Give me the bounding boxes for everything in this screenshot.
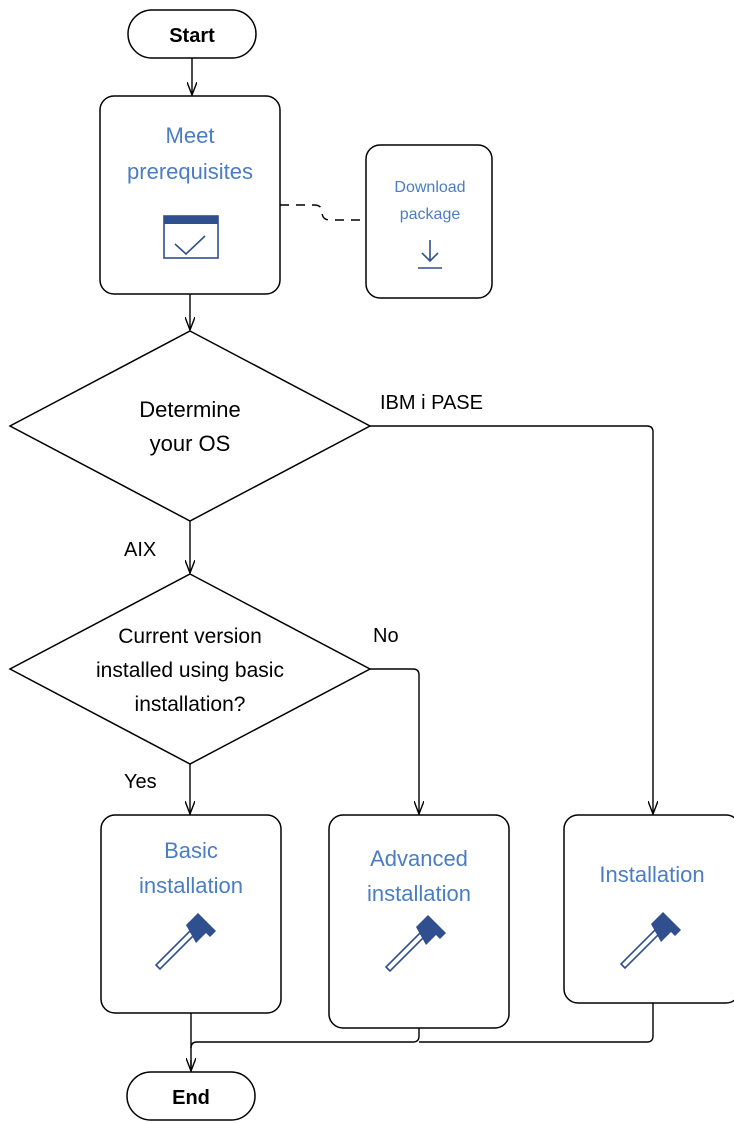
prerequisites-line1: Meet bbox=[166, 123, 215, 148]
installation-line1: Installation bbox=[599, 862, 704, 887]
installation-node[interactable]: Installation bbox=[563, 814, 734, 1004]
advanced-installation-node[interactable]: Advanced installation bbox=[328, 814, 510, 1029]
advanced-installation-line1: Advanced bbox=[370, 846, 468, 871]
connector-advanced-end bbox=[190, 1028, 420, 1049]
hammer-icon bbox=[384, 915, 446, 973]
hammer-icon bbox=[619, 912, 681, 970]
current-version-line3: installation? bbox=[135, 693, 246, 716]
prerequisites-line2: prerequisites bbox=[127, 159, 253, 184]
checklist-window-icon bbox=[163, 215, 219, 259]
download-node[interactable]: Download package bbox=[365, 144, 493, 299]
end-label: End bbox=[172, 1087, 210, 1109]
basic-installation-node[interactable]: Basic installation bbox=[100, 814, 282, 1014]
branch-ibm-label: IBM i PASE bbox=[380, 392, 483, 414]
current-version-line2: installed using basic bbox=[96, 659, 284, 682]
branch-aix-label: AIX bbox=[124, 539, 156, 561]
connector-version-advanced bbox=[370, 668, 419, 814]
start-label: Start bbox=[169, 25, 215, 47]
determine-os-line2: your OS bbox=[150, 431, 231, 456]
basic-installation-line2: installation bbox=[139, 873, 243, 898]
start-node[interactable]: Start bbox=[127, 9, 257, 59]
current-version-line1: Current version bbox=[118, 625, 262, 648]
dashed-connector-download bbox=[280, 204, 366, 221]
connector-os-installation bbox=[370, 425, 653, 814]
basic-installation-line1: Basic bbox=[164, 838, 218, 863]
download-line1: Download bbox=[394, 179, 465, 196]
determine-os-line1: Determine bbox=[139, 397, 240, 422]
determine-os-decision[interactable]: Determine your OS bbox=[8, 330, 372, 522]
current-version-decision[interactable]: Current version installed using basic in… bbox=[8, 573, 372, 765]
branch-no-label: No bbox=[373, 625, 399, 647]
download-line2: package bbox=[400, 206, 461, 223]
download-icon bbox=[418, 240, 442, 269]
prerequisites-node[interactable]: Meet prerequisites bbox=[99, 95, 281, 295]
hammer-icon bbox=[154, 913, 216, 971]
connector-installation-end bbox=[419, 1003, 654, 1043]
advanced-installation-line2: installation bbox=[367, 881, 471, 906]
end-node[interactable]: End bbox=[126, 1071, 256, 1121]
branch-yes-label: Yes bbox=[124, 771, 157, 793]
